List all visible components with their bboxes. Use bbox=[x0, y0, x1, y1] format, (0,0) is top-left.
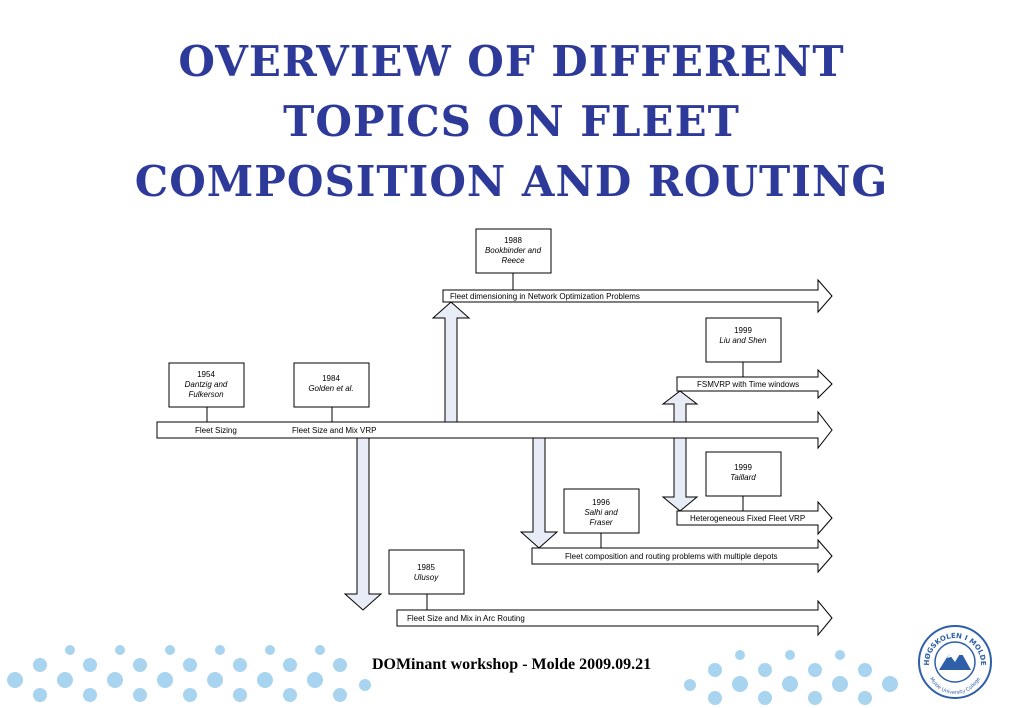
label-fleet-sizing: Fleet Sizing bbox=[195, 426, 237, 435]
ulusoy-year: 1985 bbox=[417, 563, 435, 572]
title-line-3: COMPOSITION AND ROUTING bbox=[134, 157, 889, 206]
down-arrow-arc-routing bbox=[343, 437, 383, 611]
hfvrp-arrow bbox=[676, 500, 833, 536]
box-taillard bbox=[705, 451, 782, 497]
taillard-name-1: Taillard bbox=[730, 473, 756, 482]
multi-depot-arrow bbox=[531, 538, 833, 574]
salhi-name-2: Fraser bbox=[589, 518, 612, 527]
label-multi-depot: Fleet composition and routing problems w… bbox=[565, 552, 778, 561]
bookbinder-year: 1988 bbox=[504, 236, 522, 245]
college-logo: HØGSKOLEN I MOLDE Molde University Colle… bbox=[918, 625, 992, 699]
fsmvrp-tw-arrow bbox=[676, 368, 833, 400]
box-bookbinder-reece bbox=[475, 228, 552, 274]
golden-year: 1984 bbox=[322, 374, 340, 383]
arc-routing-arrow bbox=[396, 599, 833, 637]
label-arc-routing: Fleet Size and Mix in Arc Routing bbox=[407, 614, 525, 623]
box-dantzig-fulkerson bbox=[168, 362, 245, 408]
label-fleet-dimensioning: Fleet dimensioning in Network Optimizati… bbox=[450, 292, 640, 301]
footer-text: DOMinant workshop - Molde 2009.09.21 bbox=[371, 656, 652, 673]
box-ulusoy bbox=[388, 549, 465, 595]
liu-year: 1999 bbox=[734, 326, 752, 335]
dantzig-name-2: Fulkerson bbox=[188, 390, 224, 399]
dantzig-year: 1954 bbox=[197, 370, 215, 379]
main-timeline-arrow bbox=[156, 410, 833, 450]
salhi-name-1: Salhi and bbox=[584, 508, 618, 517]
bookbinder-name-1: Bookbinder and bbox=[485, 246, 542, 255]
up-arrow-time-windows bbox=[661, 390, 699, 423]
box-salhi-fraser bbox=[563, 488, 640, 534]
golden-name-1: Golden et al. bbox=[308, 384, 353, 393]
bookbinder-name-2: Reece bbox=[501, 256, 525, 265]
liu-name-1: Liu and Shen bbox=[719, 336, 767, 345]
page-title: OVERVIEW OF DIFFERENT TOPICS ON FLEET CO… bbox=[0, 32, 1023, 212]
title-line-1: OVERVIEW OF DIFFERENT bbox=[178, 37, 845, 86]
title-line-2: TOPICS ON FLEET bbox=[283, 97, 740, 146]
down-arrow-hfvrp bbox=[661, 437, 699, 512]
taillard-year: 1999 bbox=[734, 463, 752, 472]
fleet-dimensioning-arrow bbox=[442, 278, 833, 314]
label-fsmvrp-tw: FSMVRP with Time windows bbox=[697, 380, 799, 389]
down-arrow-multi-depot bbox=[519, 437, 559, 549]
box-golden bbox=[293, 362, 370, 408]
ulusoy-name-1: Ulusoy bbox=[414, 573, 439, 582]
label-hfvrp: Heterogeneous Fixed Fleet VRP bbox=[690, 514, 805, 523]
box-liu-shen bbox=[705, 317, 782, 363]
up-arrow-dimensioning bbox=[431, 301, 471, 423]
salhi-year: 1996 bbox=[592, 498, 610, 507]
dantzig-name-1: Dantzig and bbox=[185, 380, 228, 389]
label-fsmvrp: Fleet Size and Mix VRP bbox=[292, 426, 376, 435]
